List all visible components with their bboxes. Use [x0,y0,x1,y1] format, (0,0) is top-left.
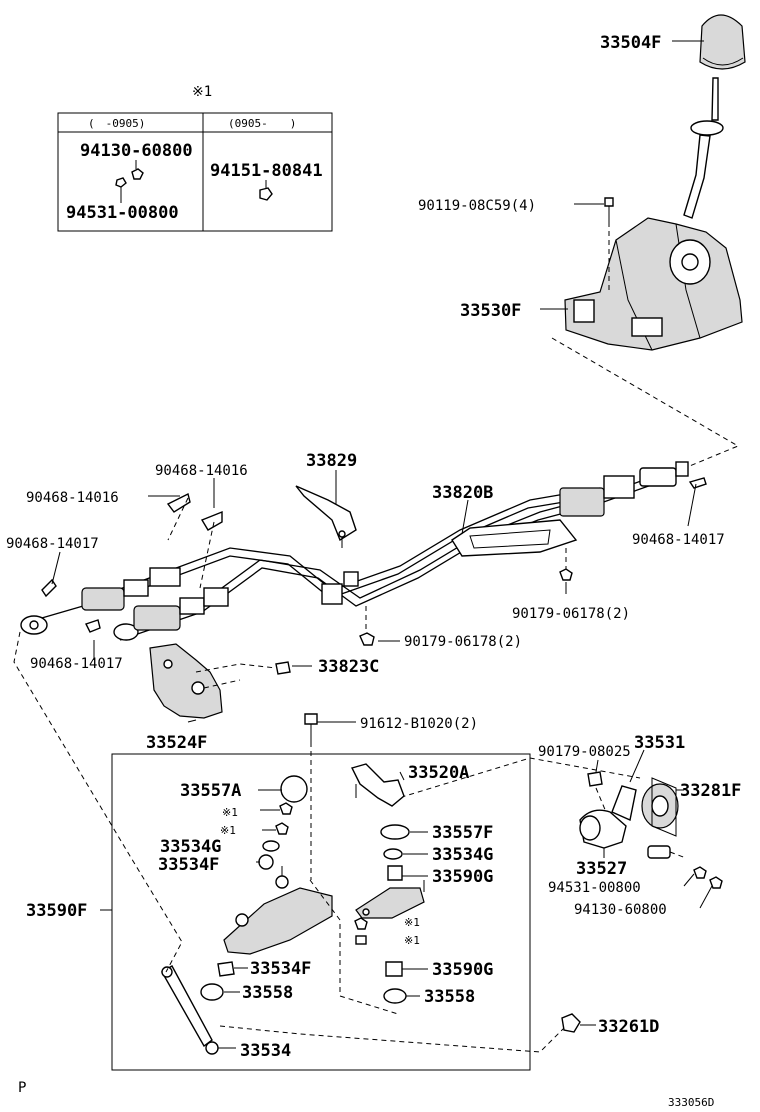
pin-mid-icon [85,619,101,633]
label-33823C: 33823C [318,657,379,677]
inset-col1-header: ( -0905) [88,117,145,130]
support-bracket-icon [149,643,223,719]
housing-bolt-icon [604,197,614,207]
label-90179-06178-b: 90179-06178(2) [404,634,522,650]
label-33534G-right: 33534G [432,845,493,865]
shaft-pin-icon [647,845,671,859]
label-33558-left: 33558 [242,983,293,1003]
label-94130-r: 94130-60800 [574,902,667,918]
shift-lever-assembly [564,14,746,351]
pin-right-icon [688,477,707,489]
inset-table: ※1 ( -0905) (0905- ) 94130-60800 94531-0… [57,84,333,232]
end-bushing-icon [561,1013,581,1033]
label-90468-14017-mid: 90468-14017 [30,656,123,672]
lever-and-bearing [391,757,723,889]
cable-boot-right-icon [133,605,181,631]
label-33558-right: 33558 [424,987,475,1007]
inset-nut-2-icon [259,187,273,201]
box-bolt-icon [304,713,318,725]
shift-knob-icon [699,14,746,70]
cable-clamp-icon [295,485,357,542]
label-33590G-a: 33590G [432,867,493,887]
label-33829: 33829 [306,451,357,471]
assembly-box-parts [161,713,581,1055]
assembly-box [111,753,531,1071]
label-33527: 33527 [576,859,627,879]
bracket-nut-icon [559,568,573,581]
label-90468-14016-b: 90468-14016 [26,490,119,506]
label-33534F-left: 33534F [158,855,219,875]
note-ref-c: ※1 [404,916,420,929]
cable-nut-icon [359,632,375,646]
label-33557A: 33557A [180,781,241,801]
label-90179-08025: 90179-08025 [538,744,631,760]
inset-col2-header: (0905- ) [228,117,296,130]
label-33820B: 33820B [432,483,493,503]
label-33590F: 33590F [26,901,87,921]
label-33590G-b: 33590G [432,960,493,980]
nut-r-icon [709,876,723,889]
label-90119: 90119-08C59(4) [418,198,536,214]
label-33520A: 33520A [408,763,469,783]
inset-note: ※1 [192,84,212,100]
note-ref-a: ※1 [222,806,238,819]
shift-cables [20,461,707,646]
ball-joint-icon [350,763,405,807]
inset-nut-icon [131,168,144,180]
clip-a-icon [166,492,191,513]
inset-col2-part: 94151-80841 [210,161,323,181]
label-33531: 33531 [634,733,685,753]
left-bushing-icon [200,983,224,1001]
label-33281F: 33281F [680,781,741,801]
inset-col1-top-part: 94130-60800 [80,141,193,161]
cable-bracket-icon [451,519,578,557]
lever-nut-icon [587,771,603,787]
label-94531-r: 94531-00800 [548,880,641,896]
inset-col1-bottom-part: 94531-00800 [66,203,179,223]
label-33524F: 33524F [146,733,207,753]
cable-bracket-end-icon [559,487,605,517]
note-ref-b: ※1 [220,824,236,837]
label-33504F: 33504F [600,33,661,53]
cable-support-bracket [149,643,291,719]
label-33530F: 33530F [460,301,521,321]
inset-washer-icon [115,177,127,188]
label-33261D: 33261D [598,1017,659,1037]
bracket-bolt-icon [275,661,291,675]
label-90468-14016-a: 90468-14016 [155,463,248,479]
cable-boot-left-icon [81,587,125,611]
cable-end-eye-right-icon [113,623,139,641]
label-90468-14017-right: 90468-14017 [632,532,725,548]
footer-left-mark: P [18,1080,26,1096]
label-90179-06178-a: 90179-06178(2) [512,606,630,622]
ball-cap-icon [280,775,308,803]
clip-b-icon [200,510,223,531]
label-90468-14017-left: 90468-14017 [6,536,99,552]
note-ref-d: ※1 [404,934,420,947]
link-rod-icon [161,965,213,1048]
pin-left-icon [41,578,57,598]
label-33534F-bottom: 33534F [250,959,311,979]
footer-diagram-code: 333056D [668,1096,714,1109]
left-lever-plate-icon [223,887,333,955]
washer-r-icon [693,866,707,879]
label-33534G-left: 33534G [160,837,221,857]
shift-lever-shaft-icon [711,77,719,121]
label-33557F: 33557F [432,823,493,843]
label-33534: 33534 [240,1041,291,1061]
label-91612: 91612-B1020(2) [360,716,478,732]
